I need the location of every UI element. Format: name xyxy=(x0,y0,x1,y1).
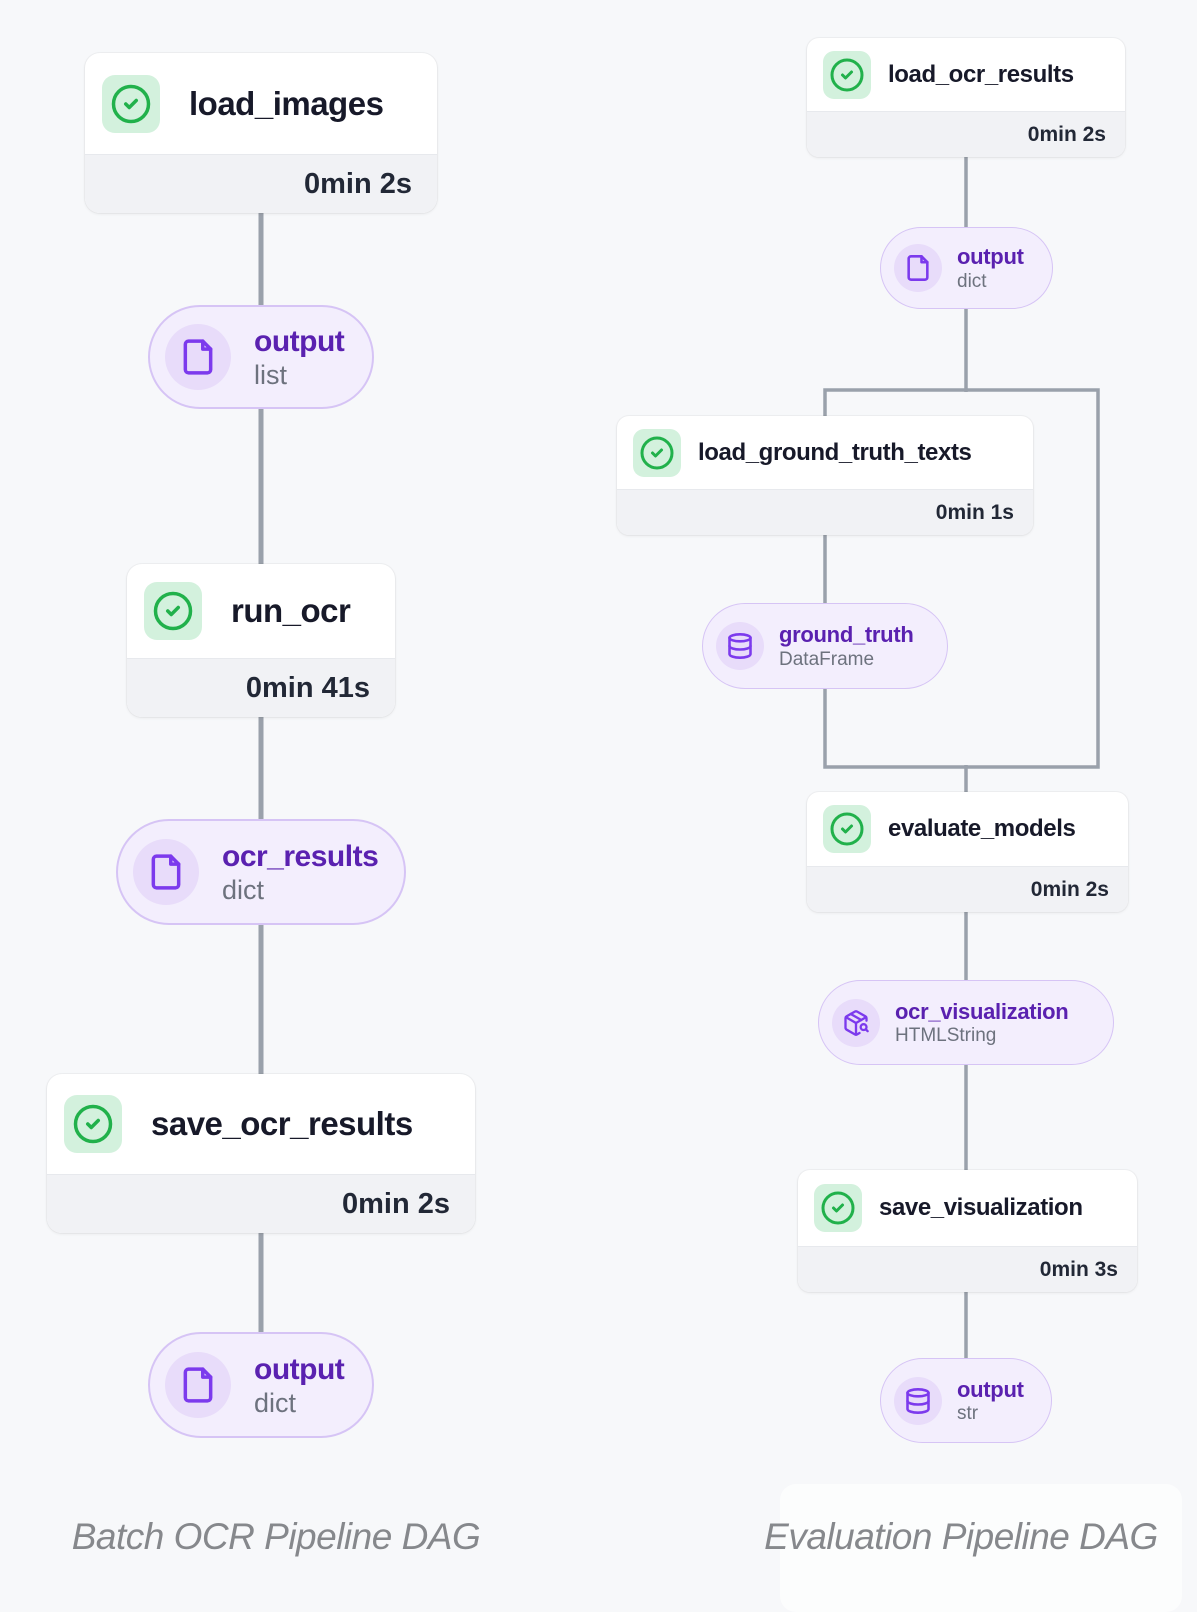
check-circle-icon xyxy=(820,1190,856,1226)
artifact-node-ocr-results[interactable]: ocr_results dict xyxy=(116,819,406,925)
task-node-save-ocr-results[interactable]: save_ocr_results 0min 2s xyxy=(47,1074,475,1233)
artifact-node-ground-truth[interactable]: ground_truth DataFrame xyxy=(702,603,948,689)
file-icon xyxy=(904,254,932,282)
task-node-load-images[interactable]: load_images 0min 2s xyxy=(85,53,437,213)
artifact-icon-circle xyxy=(832,998,880,1047)
status-success-badge xyxy=(144,582,202,640)
branch-merge-frame xyxy=(823,388,1100,769)
task-footer: 0min 3s xyxy=(798,1246,1137,1292)
database-icon xyxy=(904,1387,932,1415)
artifact-icon-circle xyxy=(894,244,942,292)
artifact-type: list xyxy=(254,359,287,390)
task-header: load_images xyxy=(85,53,437,154)
artifact-name: ocr_visualization xyxy=(895,998,1069,1024)
artifact-icon-circle xyxy=(716,622,764,670)
task-title: load_ground_truth_texts xyxy=(698,438,972,466)
artifact-node-output-list[interactable]: output list xyxy=(148,305,374,409)
task-header: run_ocr xyxy=(127,564,395,658)
task-title: load_ocr_results xyxy=(888,60,1074,88)
file-icon xyxy=(179,338,217,376)
task-duration: 0min 2s xyxy=(1027,122,1106,146)
right-pipeline-caption: Evaluation Pipeline DAG xyxy=(764,1516,1158,1557)
task-footer: 0min 1s xyxy=(617,489,1033,535)
artifact-type: dict xyxy=(222,874,265,905)
task-duration: 0min 3s xyxy=(1039,1257,1118,1281)
status-success-badge xyxy=(64,1095,122,1153)
artifact-icon-circle xyxy=(133,839,199,905)
task-footer: 0min 2s xyxy=(807,111,1125,157)
task-title: save_visualization xyxy=(879,1194,1083,1221)
task-node-evaluate-models[interactable]: evaluate_models 0min 2s xyxy=(807,792,1128,912)
artifact-name: ground_truth xyxy=(779,622,914,648)
task-header: evaluate_models xyxy=(807,792,1128,866)
artifact-type: dict xyxy=(957,270,987,292)
status-success-badge xyxy=(633,428,681,477)
task-duration: 0min 2s xyxy=(1030,877,1109,901)
task-title: save_ocr_results xyxy=(151,1105,413,1142)
task-header: save_visualization xyxy=(798,1170,1137,1246)
package-search-icon xyxy=(842,1009,870,1037)
artifact-icon-circle xyxy=(165,324,231,390)
task-duration: 0min 41s xyxy=(245,671,370,704)
check-circle-icon xyxy=(639,435,675,471)
task-duration: 0min 2s xyxy=(304,167,412,200)
task-duration: 0min 1s xyxy=(935,500,1014,524)
artifact-node-output-dict-left[interactable]: output dict xyxy=(148,1332,374,1438)
status-success-badge xyxy=(823,805,871,853)
artifact-icon-circle xyxy=(894,1376,942,1425)
task-footer: 0min 2s xyxy=(807,866,1128,912)
artifact-node-output-str[interactable]: output str xyxy=(880,1358,1052,1443)
status-success-badge xyxy=(814,1184,862,1232)
artifact-icon-circle xyxy=(165,1352,231,1418)
database-icon xyxy=(726,632,754,660)
file-icon xyxy=(147,853,185,891)
file-icon xyxy=(179,1366,217,1404)
task-title: evaluate_models xyxy=(888,815,1076,842)
check-circle-icon xyxy=(72,1103,114,1145)
artifact-node-output-dict-right[interactable]: output dict xyxy=(880,227,1053,309)
artifact-type: str xyxy=(957,1403,979,1425)
artifact-name: output xyxy=(957,244,1024,270)
artifact-node-ocr-visualization[interactable]: ocr_visualization HTMLString xyxy=(818,980,1114,1065)
status-success-badge xyxy=(102,74,160,133)
artifact-name: output xyxy=(957,1376,1024,1402)
task-header: save_ocr_results xyxy=(47,1074,475,1174)
check-circle-icon xyxy=(152,590,194,632)
task-duration: 0min 2s xyxy=(342,1187,450,1220)
task-node-save-visualization[interactable]: save_visualization 0min 3s xyxy=(798,1170,1137,1292)
artifact-type: HTMLString xyxy=(895,1025,997,1047)
task-title: run_ocr xyxy=(231,592,351,629)
left-pipeline-caption: Batch OCR Pipeline DAG xyxy=(71,1516,481,1557)
task-footer: 0min 2s xyxy=(47,1174,475,1233)
artifact-type: dict xyxy=(254,1387,297,1418)
check-circle-icon xyxy=(829,57,865,93)
connector-right-pipeline xyxy=(823,155,1100,1362)
artifact-name: ocr_results xyxy=(222,840,379,874)
right-caption-panel xyxy=(780,1484,1182,1612)
task-title: load_images xyxy=(189,84,384,122)
task-node-load-ocr-results[interactable]: load_ocr_results 0min 2s xyxy=(807,38,1125,157)
task-node-run-ocr[interactable]: run_ocr 0min 41s xyxy=(127,564,395,717)
task-node-load-ground-truth-texts[interactable]: load_ground_truth_texts 0min 1s xyxy=(617,416,1033,535)
task-header: load_ocr_results xyxy=(807,38,1125,111)
task-footer: 0min 41s xyxy=(127,658,395,717)
task-footer: 0min 2s xyxy=(85,154,437,213)
task-header: load_ground_truth_texts xyxy=(617,416,1033,489)
artifact-type: DataFrame xyxy=(779,648,875,670)
check-circle-icon xyxy=(110,83,152,125)
artifact-name: output xyxy=(254,1353,345,1387)
check-circle-icon xyxy=(829,811,865,847)
status-success-badge xyxy=(823,50,871,99)
artifact-name: output xyxy=(254,325,345,359)
